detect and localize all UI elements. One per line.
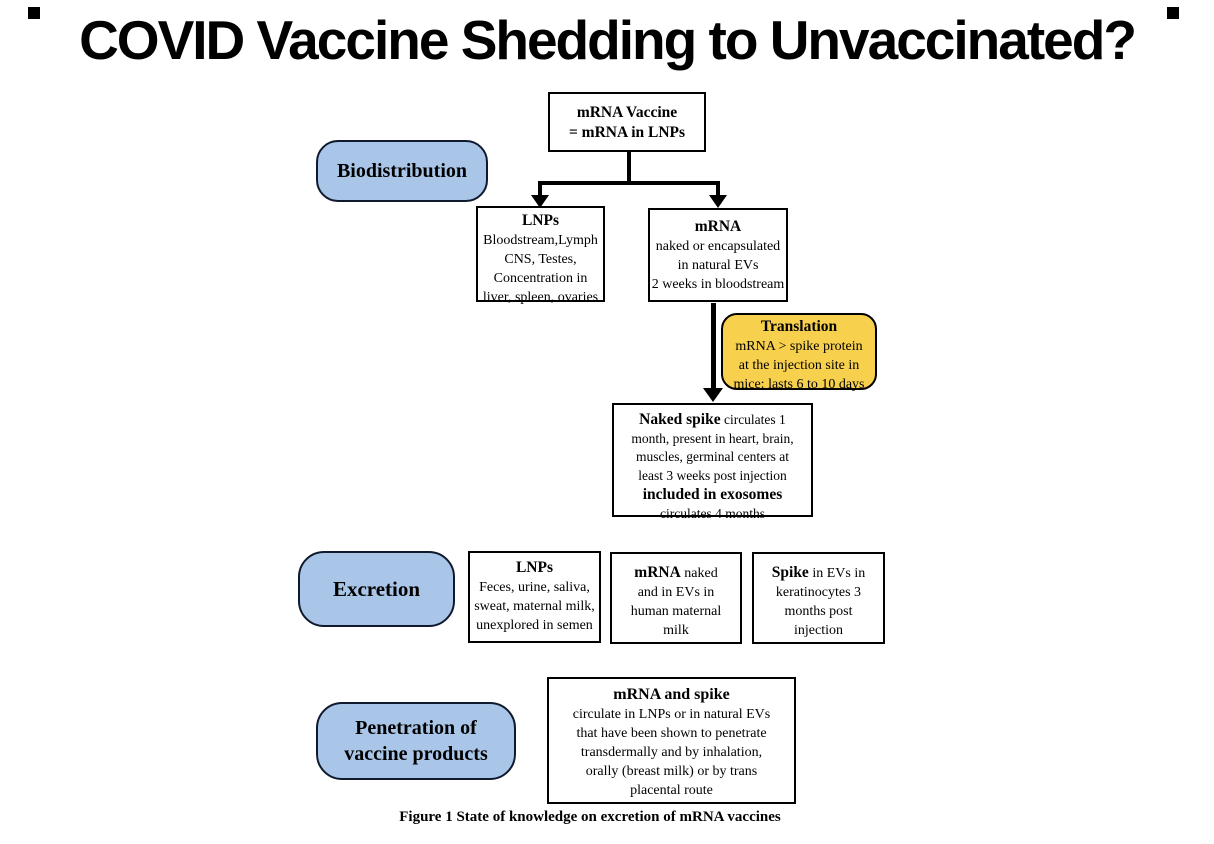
node-text: and in EVs in bbox=[637, 585, 715, 600]
node-mrna-excretion: mRNA naked and in EVs in human maternal … bbox=[610, 552, 742, 644]
node-text: least 3 weeks post injection bbox=[638, 467, 787, 483]
node-heading: mRNA bbox=[694, 218, 742, 235]
node-text: mice: lasts 6 to 10 days bbox=[733, 377, 865, 392]
connector-mrna-to-spike bbox=[711, 303, 716, 389]
node-text: orally (breast milk) or by trans bbox=[585, 764, 758, 779]
node-text: Spike in EVs in bbox=[754, 563, 883, 583]
node-lnps-biodistribution: LNPs Bloodstream,Lymph CNS, Testes, Conc… bbox=[476, 206, 605, 305]
node-text: naked bbox=[680, 566, 718, 581]
corner-mark-right bbox=[1167, 7, 1179, 19]
node-heading: LNPs bbox=[515, 559, 554, 576]
node-heading: included in exosomes bbox=[642, 486, 783, 503]
node-mrna-biodistribution: mRNA naked or encapsulated in natural EV… bbox=[648, 208, 788, 302]
node-heading: Naked spike bbox=[639, 411, 721, 428]
node-text: keratinocytes 3 bbox=[775, 585, 862, 600]
node-text: mRNA > spike protein bbox=[735, 339, 863, 354]
node-text: month, present in heart, brain, bbox=[631, 430, 794, 446]
node-text: human maternal bbox=[630, 604, 722, 619]
connector-drop-left bbox=[538, 181, 542, 197]
node-text: Naked spike circulates 1 bbox=[614, 411, 811, 430]
node-spike-excretion: Spike in EVs in keratinocytes 3 months p… bbox=[752, 552, 885, 644]
node-mrna-and-spike: mRNA and spike circulate in LNPs or in n… bbox=[547, 677, 796, 804]
node-text: naked or encapsulated bbox=[655, 239, 781, 254]
label-text: Penetration of vaccine products bbox=[344, 715, 488, 767]
node-text: circulates 4 months bbox=[660, 506, 765, 521]
connector-drop-right bbox=[716, 181, 720, 197]
node-text: circulate in LNPs or in natural EVs bbox=[572, 707, 771, 722]
connector-horizontal-bar bbox=[538, 181, 720, 185]
arrowhead-down-icon bbox=[703, 388, 723, 402]
node-text: mRNA naked bbox=[612, 563, 740, 583]
label-line: vaccine products bbox=[344, 743, 488, 765]
node-text: sweat, maternal milk, bbox=[474, 599, 595, 614]
arrowhead-right-icon bbox=[709, 195, 727, 208]
label-biodistribution: Biodistribution bbox=[316, 140, 488, 202]
node-mrna-vaccine: mRNA Vaccine = mRNA in LNPs bbox=[548, 92, 706, 152]
node-heading: mRNA bbox=[634, 564, 681, 581]
node-text: at the injection site in bbox=[738, 358, 860, 373]
node-heading: LNPs bbox=[521, 212, 560, 229]
node-text: circulates 1 bbox=[720, 412, 786, 427]
node-text: muscles, germinal centers at bbox=[636, 449, 789, 464]
label-penetration: Penetration of vaccine products bbox=[316, 702, 516, 780]
label-line: Penetration of bbox=[355, 717, 477, 739]
node-text: Feces, urine, saliva, bbox=[479, 580, 590, 595]
node-text: in EVs in bbox=[808, 566, 866, 581]
node-naked-spike: Naked spike circulates 1 month, present … bbox=[612, 403, 813, 521]
label-text: Biodistribution bbox=[336, 159, 468, 182]
node-text: liver, spleen, ovaries bbox=[482, 290, 599, 305]
node-text: that have been shown to penetrate bbox=[576, 726, 767, 741]
page-title: COVID Vaccine Shedding to Unvaccinated? bbox=[79, 9, 1137, 71]
connector-stem-top bbox=[627, 152, 631, 183]
node-text: mRNA Vaccine bbox=[576, 104, 678, 121]
node-text: = mRNA in LNPs bbox=[568, 124, 686, 141]
node-text: milk bbox=[663, 623, 689, 638]
node-text: Bloodstream,Lymph bbox=[483, 233, 598, 248]
node-text: in natural EVs bbox=[677, 258, 759, 273]
node-translation: Translation mRNA > spike protein at the … bbox=[721, 313, 877, 392]
node-lnps-excretion: LNPs Feces, urine, saliva, sweat, matern… bbox=[468, 551, 601, 643]
node-heading: Spike bbox=[771, 564, 809, 581]
node-text: 2 weeks in bloodstream bbox=[651, 277, 785, 292]
node-text: unexplored in semen bbox=[476, 618, 593, 633]
node-text: CNS, Testes, bbox=[504, 252, 577, 267]
figure-caption: Figure 1 State of knowledge on excretion… bbox=[399, 809, 781, 825]
corner-mark-left bbox=[28, 7, 40, 19]
node-heading: mRNA and spike bbox=[613, 686, 730, 703]
node-heading: Translation bbox=[760, 318, 838, 335]
node-text: months post bbox=[784, 604, 853, 619]
node-text: injection bbox=[794, 623, 843, 638]
label-text: Excretion bbox=[332, 576, 421, 601]
arrowhead-left-icon bbox=[531, 195, 549, 208]
node-text: Concentration in bbox=[493, 271, 588, 286]
label-excretion: Excretion bbox=[298, 551, 455, 627]
node-text: transdermally and by inhalation, bbox=[580, 745, 763, 760]
node-text: placental route bbox=[630, 783, 713, 798]
